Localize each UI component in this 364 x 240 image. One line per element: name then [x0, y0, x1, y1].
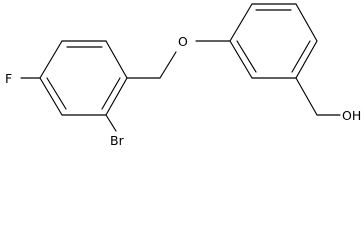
bond-c-br — [105, 114, 117, 132]
phenyl-ring — [229, 3, 318, 79]
structure-canvas: F Br O OH — [5, 3, 361, 148]
bond-ring1-b — [105, 40, 128, 79]
bond-ring2-d-inner — [291, 40, 311, 73]
bond-ring2-f-inner — [236, 40, 257, 73]
bromofluorophenyl-ring — [39, 40, 128, 116]
bond-ring1-c-inner — [101, 77, 121, 110]
skeletal-formula: F Br O OH — [5, 3, 361, 148]
bond-ring2-d — [295, 40, 318, 79]
bond-ch2-o — [159, 51, 177, 79]
bond-ring2-c — [295, 3, 318, 42]
ether-oxygen-label: O — [178, 34, 188, 49]
bond-ring2-a — [229, 3, 253, 42]
bond-ring1-e — [39, 77, 63, 116]
bond-ring2-ch2 — [295, 77, 318, 116]
bond-ring1-e-inner — [46, 77, 67, 110]
hydroxyl-label: OH — [342, 108, 361, 123]
bond-ring1-c — [105, 77, 128, 116]
bond-ring2-f — [229, 40, 253, 79]
bond-ring1-f — [39, 40, 63, 79]
bromine-label: Br — [110, 133, 125, 148]
fluorine-label: F — [5, 71, 12, 86]
